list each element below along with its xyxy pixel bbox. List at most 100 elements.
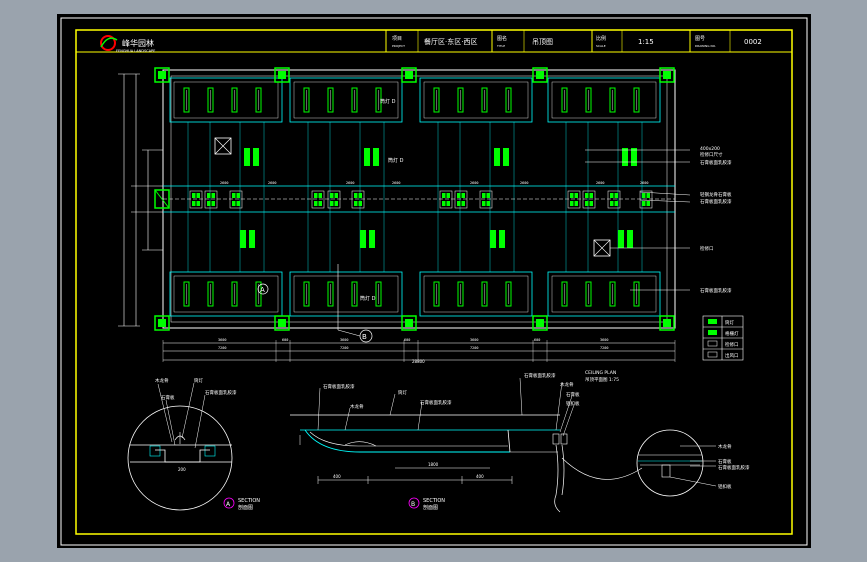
- strip-light-icon: [183, 87, 190, 113]
- grille-light-icon: [244, 148, 250, 166]
- cross-light-icon: [642, 193, 646, 198]
- ceiling-bay-inner: [551, 81, 657, 119]
- drawing-value: 吊顶图: [532, 38, 553, 46]
- cross-light-icon: [642, 201, 646, 206]
- cross-light-icon: [461, 201, 465, 206]
- cross-light-frame: [454, 190, 468, 209]
- plan-columns: [154, 67, 675, 331]
- drawing-label: 图名: [497, 35, 507, 42]
- column-core: [158, 71, 166, 79]
- dimension-label: 2600: [346, 181, 354, 185]
- cross-light-icon: [589, 201, 593, 206]
- dimension-label: 2600: [268, 181, 276, 185]
- cross-light-frame: [479, 190, 493, 209]
- grille-light-icon: [627, 230, 633, 248]
- cross-light-frame: [607, 190, 621, 209]
- cross-light-icon: [358, 193, 362, 198]
- column-core: [278, 71, 286, 79]
- cross-light-icon: [192, 193, 196, 198]
- callout-text: 石膏板面乳胶漆: [700, 159, 732, 166]
- dimension-label: 2600: [392, 181, 400, 185]
- section-a-label: 筒灯: [194, 377, 203, 384]
- scale-value: 1:15: [638, 38, 654, 46]
- strip-light-icon: [207, 281, 214, 307]
- section-b-label: 木龙骨: [350, 403, 364, 410]
- column-icon: [274, 315, 290, 331]
- column-core: [536, 71, 544, 79]
- project-label-en: PROJECT: [392, 44, 405, 48]
- cross-light-frame: [204, 190, 218, 209]
- scale-label-en: SCALE: [596, 44, 606, 48]
- callout-text: 检修口尺寸: [700, 151, 723, 158]
- grille-light-icon: [499, 230, 505, 248]
- dimension-label: 2600: [470, 181, 478, 185]
- cross-light-icon: [207, 193, 211, 198]
- cross-light-icon: [574, 201, 578, 206]
- grille-light-icon: [503, 148, 509, 166]
- cross-light-icon: [236, 201, 240, 206]
- section-a-detail[interactable]: 木龙骨 石膏板 筒灯 石膏板面乳胶漆 200 A SECTION 剖面图: [127, 377, 260, 511]
- strip-light-icon: [457, 281, 464, 307]
- strip-light-icon: [231, 87, 238, 113]
- section-b-title-marker: B: [411, 501, 415, 508]
- strip-light-icon: [481, 87, 488, 113]
- cross-light-icon: [646, 193, 650, 198]
- column-core: [278, 319, 286, 327]
- callout-text: 石膏板面乳胶漆: [700, 198, 732, 205]
- lamp-label: 筒灯 D: [380, 98, 396, 105]
- strip-light-icon: [505, 281, 512, 307]
- cross-light-frame: [567, 190, 581, 209]
- dimension-label: 600: [404, 338, 410, 342]
- strip-light-icon: [433, 281, 440, 307]
- cross-light-icon: [442, 201, 446, 206]
- strip-light-icon: [561, 87, 568, 113]
- section-b-detail[interactable]: 400 1800 400 石膏板面乳胶漆 木龙骨 筒灯 石膏板面乳胶漆 石膏板面…: [290, 370, 619, 513]
- section-b-dim: 400: [333, 474, 341, 479]
- ceiling-bay: [169, 77, 283, 123]
- legend-swatch: [707, 340, 718, 347]
- column-icon: [274, 67, 290, 83]
- section-b-label: 铝扣板: [566, 400, 580, 407]
- cross-light-icon: [318, 201, 322, 206]
- cross-light-frame: [189, 190, 203, 209]
- ceiling-plan[interactable]: 筒灯 D 筒灯 D 筒灯 D A B: [118, 67, 732, 364]
- legend-swatch: [708, 330, 717, 335]
- strip-light-icon: [633, 87, 640, 113]
- cross-light-icon: [211, 193, 215, 198]
- drawing-label-en: TITLE: [496, 44, 505, 48]
- section-b-label: 筒灯: [398, 389, 407, 396]
- cross-light-icon: [570, 201, 574, 206]
- number-label-en: DRAWING NO.: [695, 44, 716, 48]
- section-a-title-marker: A: [226, 501, 231, 508]
- strip-light-icon: [633, 281, 640, 307]
- strip-light-icon: [207, 87, 214, 113]
- cross-light-icon: [482, 201, 486, 206]
- column-icon: [532, 67, 548, 83]
- sheet-inner-border: [75, 29, 793, 535]
- cross-light-icon: [232, 201, 236, 206]
- section-marker-a[interactable]: A: [257, 283, 269, 295]
- callout-text: 400x200: [700, 146, 720, 152]
- number-value: 0002: [744, 38, 762, 46]
- column-icon: [154, 315, 170, 331]
- logo-mark-icon: [100, 35, 116, 51]
- number-label: 图号: [695, 36, 705, 42]
- cross-light-icon: [486, 193, 490, 198]
- strip-light-icon: [351, 281, 358, 307]
- column-core: [405, 71, 413, 79]
- strip-light-icon: [303, 87, 310, 113]
- project-label: 项目: [392, 36, 402, 42]
- section-marker-b[interactable]: B: [337, 264, 373, 343]
- callout-text: 检修口: [700, 245, 714, 252]
- ceiling-bay: [169, 271, 283, 317]
- scale-label: 比例: [596, 35, 606, 42]
- detail-c[interactable]: 木龙骨 石膏板 石膏板面乳胶漆 铝扣板: [561, 429, 750, 497]
- callout-text: 轻钢龙骨石膏板: [700, 191, 732, 198]
- plan-grid-lines: [163, 185, 675, 213]
- column-core: [158, 319, 166, 327]
- ceiling-bay-inner: [551, 275, 657, 313]
- strip-light-icon: [505, 87, 512, 113]
